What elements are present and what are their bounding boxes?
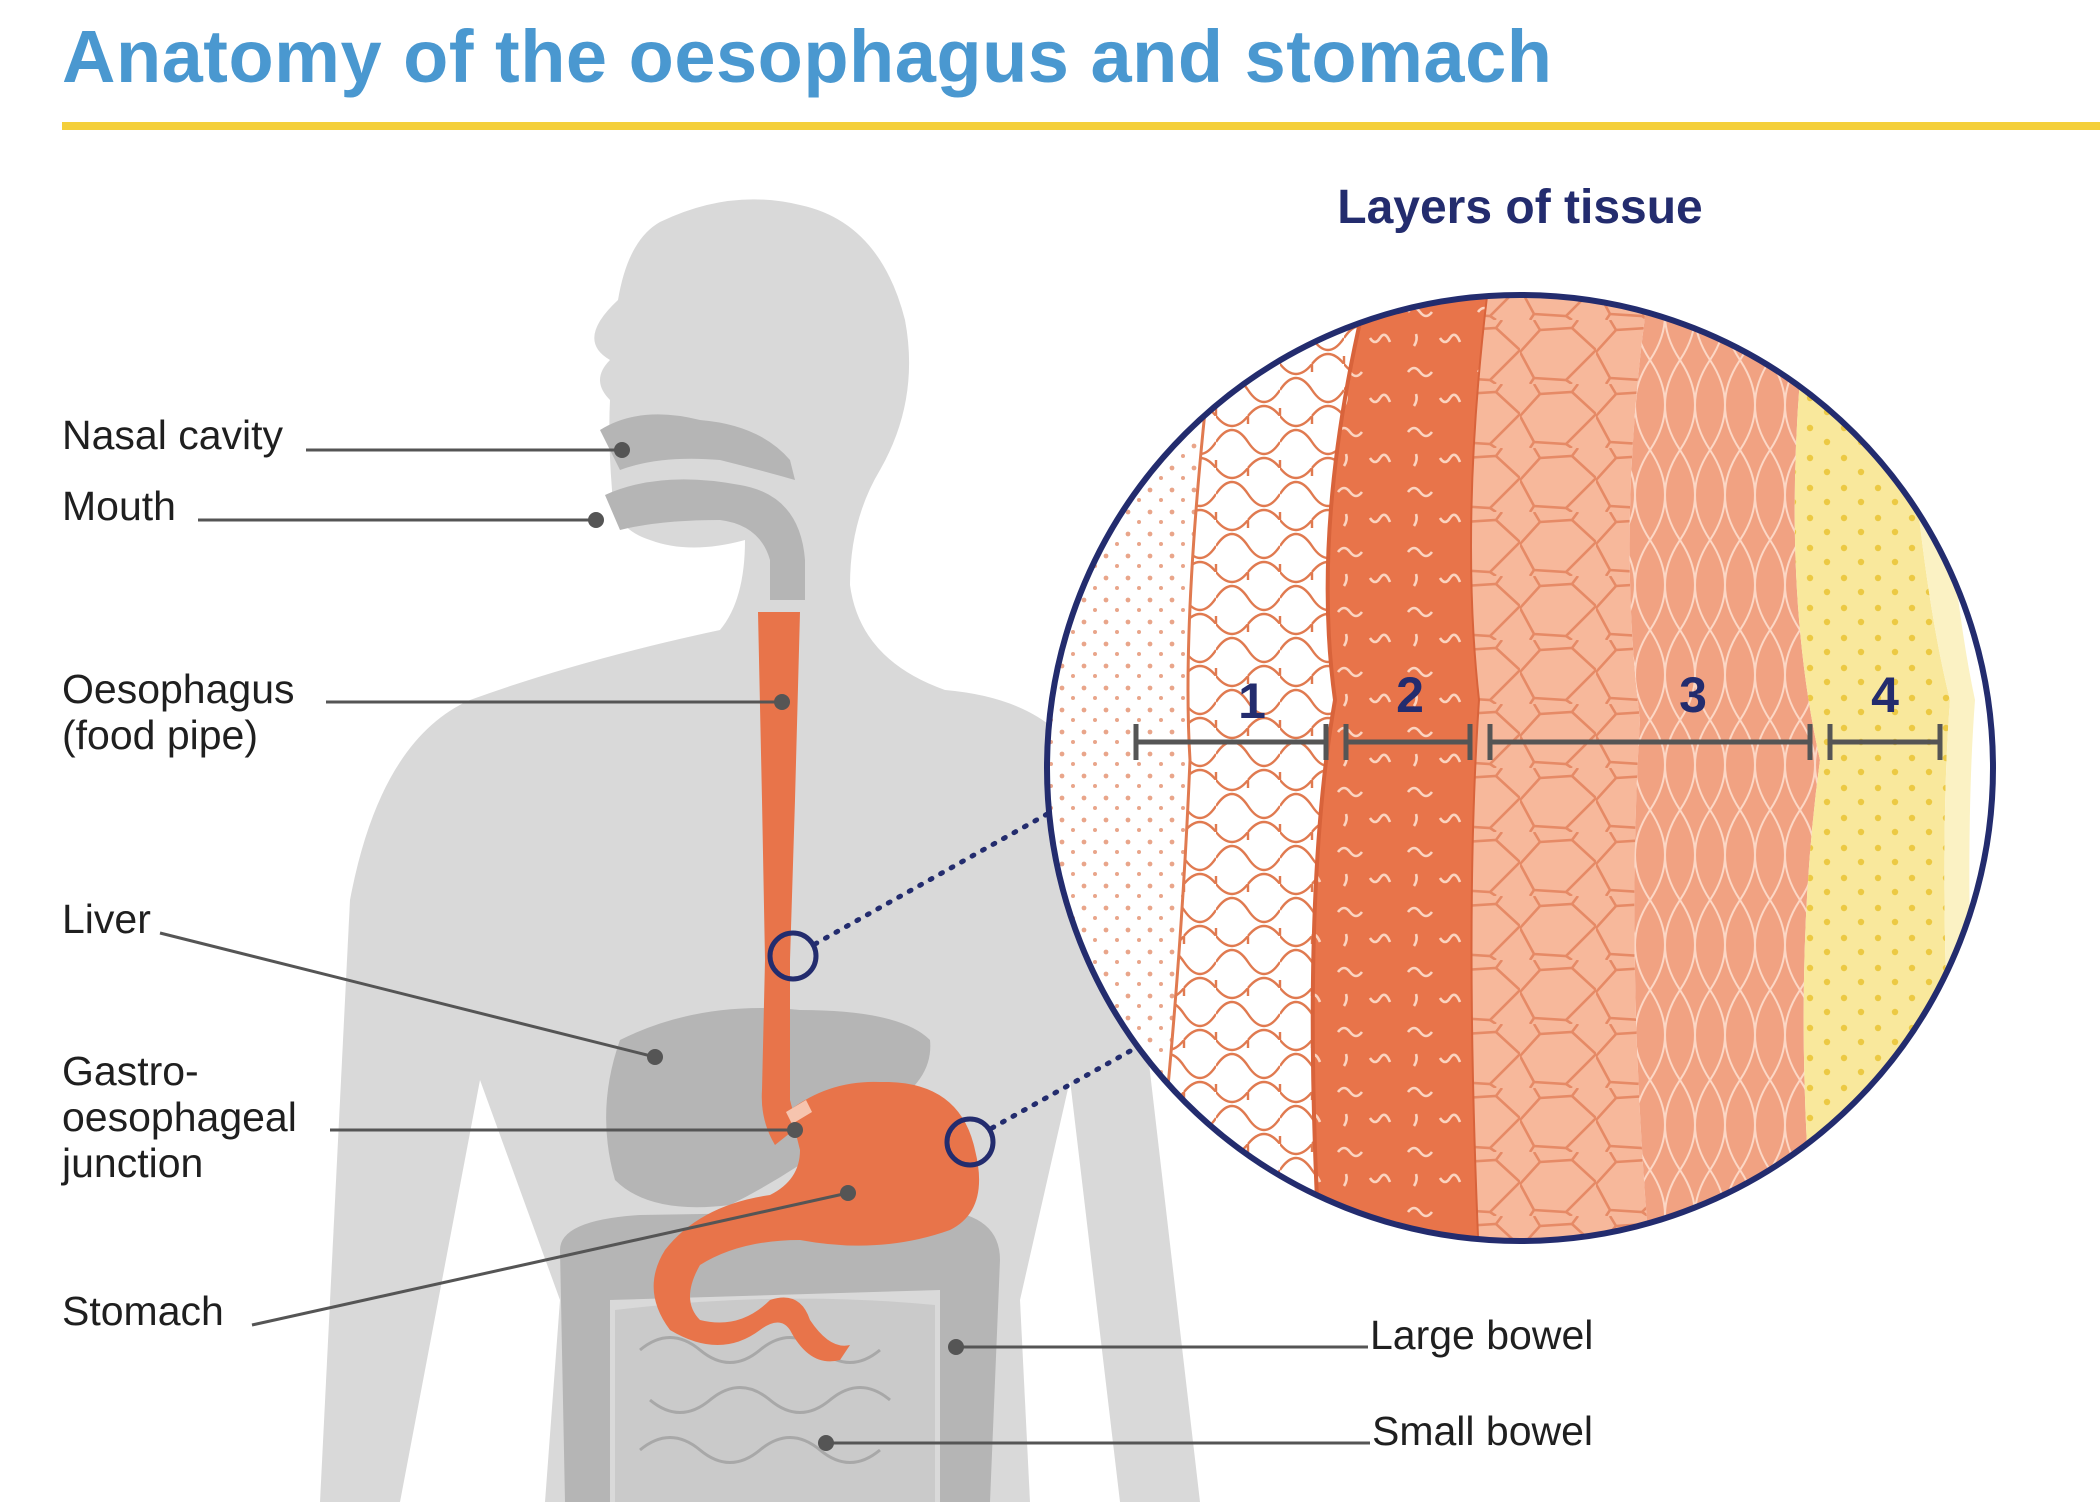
mouth-shape (605, 479, 805, 600)
head-and-torso (320, 199, 1200, 1502)
gastro-oesophageal-junction-band (786, 1100, 812, 1124)
oesophagus-shape (758, 612, 800, 1145)
title-underline (62, 122, 2100, 130)
layer-3-muscle (1629, 295, 1820, 1241)
stomach-detail-marker (944, 1116, 996, 1168)
label-leader-dots (588, 442, 964, 1451)
label-nasal-cavity: Nasal cavity (62, 412, 284, 458)
nasal-cavity-shape (600, 414, 795, 480)
layer-number-2: 2 (1396, 667, 1424, 723)
page-title: Anatomy of the oesophagus and stomach (62, 15, 1553, 98)
label-stomach: Stomach (62, 1288, 224, 1334)
small-bowel-shape (615, 1298, 935, 1502)
label-small-bowel: Small bowel (1372, 1408, 1594, 1454)
layer-measure-bars (1133, 724, 1943, 760)
label-mouth: Mouth (62, 483, 176, 529)
layer-number-4: 4 (1871, 667, 1899, 723)
oesophagus-detail-marker (767, 930, 819, 982)
inset-connector-top (812, 805, 1061, 947)
label-large-bowel: Large bowel (1370, 1312, 1594, 1358)
layer-number-3: 3 (1679, 667, 1707, 723)
layer-3-submucosa (1472, 295, 1650, 1241)
inset-title: Layers of tissue (1337, 181, 1703, 234)
label-liver: Liver (62, 896, 151, 942)
tissue-layers-inset: 1 2 3 4 (1044, 292, 1996, 1244)
label-gastro-oesophageal-junction: Gastro- oesophageal junction (62, 1048, 297, 1186)
layer-2-tissue (1310, 295, 1493, 1241)
digestive-tract (653, 612, 980, 1362)
layer-4-tissue (1794, 295, 1960, 1241)
label-leader-lines (159, 448, 1370, 1445)
stomach-shape (653, 1081, 980, 1362)
label-oesophagus: Oesophagus (food pipe) (62, 666, 295, 758)
layer-number-1: 1 (1238, 673, 1266, 729)
